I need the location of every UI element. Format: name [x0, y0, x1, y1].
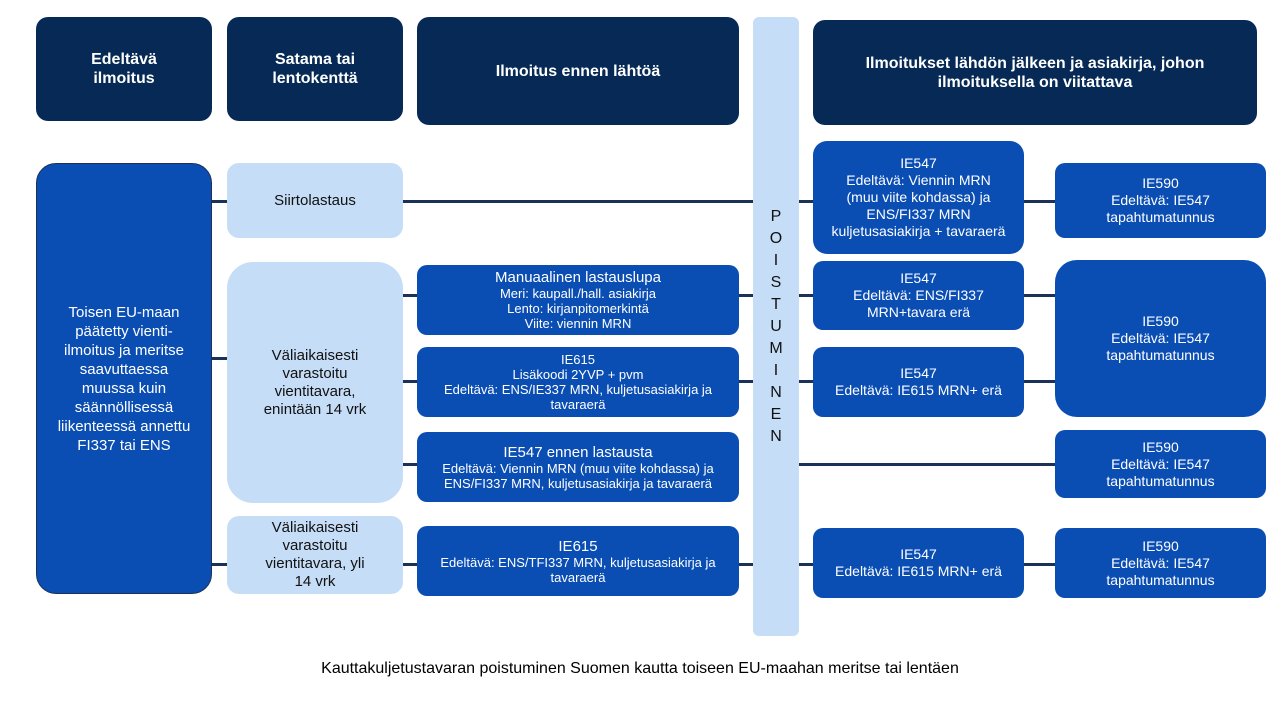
connector-line: [1024, 294, 1055, 297]
connector-line: [1024, 563, 1055, 566]
ie547-b-text: Edeltävä: ENS/FI337 MRN+tavara erä: [853, 287, 984, 320]
connector-line: [402, 463, 417, 466]
poistuminen-letter: S: [770, 273, 782, 291]
header-jalkeen: Ilmoitukset lähdön jälkeen ja asiakirja,…: [813, 20, 1257, 125]
ie547-d-title: IE547: [900, 546, 937, 562]
poistuminen-letter: I: [773, 361, 779, 379]
manual-line: Lento: kirjanpitomerkintä: [507, 301, 649, 316]
box-valiaik-yli: Väliaikaisesti varastoitu vientitavara, …: [227, 516, 403, 594]
box-manuaalinen-lastauslupa: Manuaalinen lastauslupa Meri: kaupall./h…: [417, 265, 739, 335]
box-ie547-d: IE547 Edeltävä: IE615 MRN+ erä: [813, 528, 1024, 598]
box-ie590-c: IE590 Edeltävä: IE547 tapahtumatunnus: [1055, 430, 1266, 498]
manual-title: Manuaalinen lastauslupa: [495, 269, 661, 286]
ie615-a-line: Lisäkoodi 2YVP + pvm: [512, 367, 644, 382]
connector-line: [402, 294, 417, 297]
header-jalkeen-text: Ilmoitukset lähdön jälkeen ja asiakirja,…: [865, 54, 1205, 91]
poistuminen-letter: M: [769, 339, 783, 357]
header-edeltava: Edeltävä ilmoitus: [36, 17, 212, 121]
box-ie615-b: IE615 Edeltävä: ENS/TFI337 MRN, kuljetus…: [417, 526, 739, 596]
box-ie590-b: IE590 Edeltävä: IE547 tapahtumatunnus: [1055, 260, 1266, 417]
connector-line: [402, 563, 417, 566]
connector-line: [212, 357, 227, 360]
box-valiaik-14-text: Väliaikaisesti varastoitu vientitavara, …: [263, 346, 367, 418]
poistuminen-letter: I: [773, 251, 779, 269]
ie547-a-text: Edeltävä: Viennin MRN (muu viite kohdass…: [831, 172, 1006, 239]
manual-line: Viite: viennin MRN: [524, 316, 632, 331]
poistuminen-letter: T: [771, 295, 781, 313]
ie590-title: IE590: [1142, 438, 1179, 455]
connector-line: [799, 380, 813, 383]
connector-line: [799, 563, 813, 566]
ie615-a-title: IE615: [561, 352, 595, 367]
ie615-a-line: Edeltävä: ENS/IE337 MRN, kuljetusasiakir…: [443, 382, 713, 412]
ie547-ennen-line: Edeltävä: Viennin MRN (muu viite kohdass…: [442, 460, 714, 491]
box-ie615-a: IE615 Lisäkoodi 2YVP + pvm Edeltävä: ENS…: [417, 347, 739, 417]
header-edeltava-text: Edeltävä ilmoitus: [91, 51, 157, 87]
connector-line: [1024, 380, 1055, 383]
connector-line: [799, 200, 813, 203]
ie590-title: IE590: [1142, 175, 1179, 191]
ie547-c-title: IE547: [900, 365, 937, 381]
ie547-a-title: IE547: [900, 155, 937, 171]
poistuminen-letter: E: [770, 405, 782, 423]
header-ennen: Ilmoitus ennen lähtöä: [417, 17, 739, 125]
connector-line: [739, 563, 753, 566]
poistuminen-letter: O: [769, 229, 783, 247]
header-satama: Satama tai lentokenttä: [227, 17, 403, 121]
left-box: Toisen EU-maan päätetty vienti-ilmoitus …: [36, 163, 212, 594]
ie547-ennen-title: IE547 ennen lastausta: [503, 443, 653, 461]
connector-line: [402, 200, 753, 203]
connector-line: [1024, 200, 1055, 203]
ie590-text: Edeltävä: IE547 tapahtumatunnus: [1106, 192, 1215, 225]
box-ie547-c: IE547 Edeltävä: IE615 MRN+ erä: [813, 347, 1024, 417]
ie590-title: IE590: [1142, 537, 1179, 554]
manual-line: Meri: kaupall./hall. asiakirja: [499, 286, 657, 301]
poistuminen-letter: N: [770, 383, 782, 401]
ie547-b-title: IE547: [900, 270, 937, 286]
box-ie590-a: IE590 Edeltävä: IE547 tapahtumatunnus: [1055, 163, 1266, 238]
poistuminen-letter: U: [770, 317, 782, 335]
left-box-text: Toisen EU-maan päätetty vienti-ilmoitus …: [57, 303, 191, 454]
connector-line: [402, 380, 417, 383]
ie615-b-line: Edeltävä: ENS/TFI337 MRN, kuljetusasiaki…: [440, 554, 716, 585]
connector-line: [739, 380, 753, 383]
box-ie547-b: IE547 Edeltävä: ENS/FI337 MRN+tavara erä: [813, 261, 1024, 330]
connector-line: [212, 563, 227, 566]
box-valiaik-yli-text: Väliaikaisesti varastoitu vientitavara, …: [265, 519, 365, 590]
diagram-caption: Kauttakuljetustavaran poistuminen Suomen…: [321, 660, 959, 677]
connector-line: [739, 294, 753, 297]
ie590-text: Edeltävä: IE547 tapahtumatunnus: [1106, 455, 1215, 489]
connector-line: [799, 294, 813, 297]
box-valiaik-14: Väliaikaisesti varastoitu vientitavara, …: [227, 262, 403, 503]
header-satama-text: Satama tai lentokenttä: [272, 51, 358, 87]
box-siirtolastaus-text: Siirtolastaus: [274, 191, 356, 209]
ie547-c-text: Edeltävä: IE615 MRN+ erä: [835, 382, 1002, 398]
box-ie547-ennen: IE547 ennen lastausta Edeltävä: Viennin …: [417, 432, 739, 502]
box-siirtolastaus: Siirtolastaus: [227, 163, 403, 238]
ie590-text: Edeltävä: IE547 tapahtumatunnus: [1106, 554, 1215, 588]
ie590-title: IE590: [1142, 313, 1179, 329]
connector-line: [212, 200, 227, 203]
connector-line: [799, 463, 1055, 466]
box-ie547-a: IE547 Edeltävä: Viennin MRN (muu viite k…: [813, 141, 1024, 254]
ie547-d-text: Edeltävä: IE615 MRN+ erä: [835, 563, 1002, 579]
ie590-text: Edeltävä: IE547 tapahtumatunnus: [1106, 330, 1215, 363]
poistuminen-letter: P: [770, 207, 782, 225]
ie615-b-title: IE615: [558, 537, 598, 555]
box-ie590-d: IE590 Edeltävä: IE547 tapahtumatunnus: [1055, 528, 1266, 598]
poistuminen-letter: N: [770, 427, 782, 445]
header-ennen-text: Ilmoitus ennen lähtöä: [495, 62, 661, 80]
